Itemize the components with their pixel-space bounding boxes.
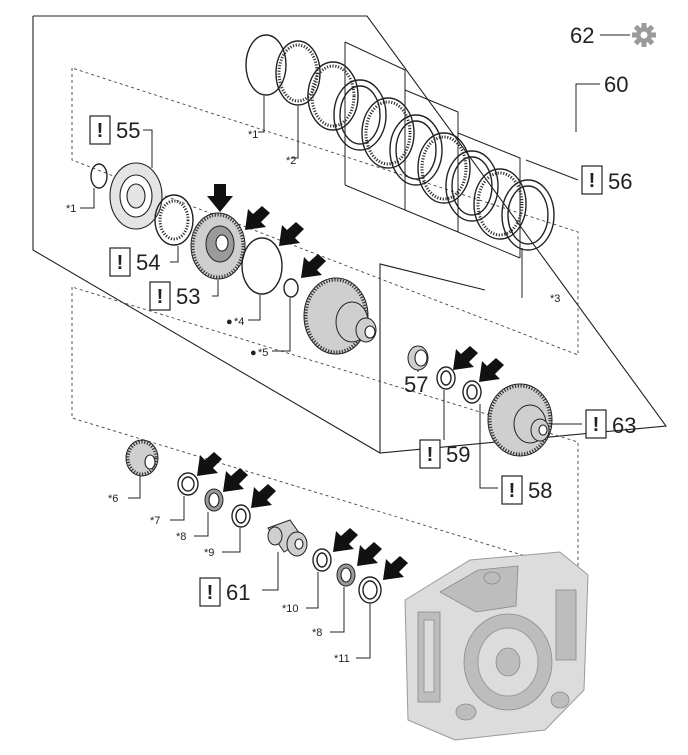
note-star-11: *11 bbox=[334, 653, 350, 665]
note-star-1-left: *1 bbox=[66, 203, 76, 215]
clutch-disc-part-2 bbox=[275, 40, 321, 106]
note-star-6: *6 bbox=[108, 493, 118, 505]
snap-ring-part-1 bbox=[245, 34, 287, 96]
subassembly-boundary-upper bbox=[71, 67, 579, 356]
subassembly-boundary-lower bbox=[71, 286, 579, 573]
note-star-10: *10 bbox=[282, 603, 299, 615]
caution-mark-58: ! bbox=[509, 480, 516, 502]
note-star-7: *7 bbox=[150, 515, 160, 527]
arrow-icon bbox=[197, 452, 222, 476]
snap-ring-part-1b bbox=[90, 163, 108, 189]
arrow-icon bbox=[383, 556, 408, 580]
bearing-part-57 bbox=[407, 345, 429, 371]
arrow-icon bbox=[223, 468, 248, 492]
note-star-5: *5 bbox=[258, 347, 268, 359]
clutch-hub bbox=[303, 277, 377, 355]
arrow-icon bbox=[301, 254, 326, 278]
arrow-icon bbox=[207, 184, 233, 212]
caution-boxes bbox=[89, 115, 607, 607]
thrust-washer-part-10 bbox=[312, 548, 332, 572]
caution-mark-61: ! bbox=[207, 582, 214, 604]
callout-57: 57 bbox=[404, 372, 428, 397]
arrows bbox=[197, 184, 504, 580]
frame-step bbox=[379, 263, 486, 453]
caution-mark-56: ! bbox=[589, 170, 596, 192]
note-dot-5: ● bbox=[250, 347, 257, 359]
gear-icon bbox=[632, 23, 656, 47]
note-star-9: *9 bbox=[204, 547, 214, 559]
caution-mark-55: ! bbox=[97, 120, 104, 142]
callout-58: 58 bbox=[528, 478, 552, 503]
thrust-washer-part-58 bbox=[462, 380, 482, 404]
arrow-icon bbox=[245, 206, 270, 230]
callout-53: 53 bbox=[176, 284, 200, 309]
callout-56: 56 bbox=[608, 169, 632, 194]
o-ring-part-4 bbox=[241, 237, 283, 295]
reference-notes: *1 *2 *1 *3 ● *4 ● *5 *6 *7 *8 *9 *10 *8… bbox=[66, 129, 560, 665]
callout-62: 62 bbox=[570, 23, 594, 48]
arrow-icon bbox=[279, 222, 304, 246]
callout-63: 63 bbox=[612, 413, 636, 438]
note-star-3: *3 bbox=[550, 293, 560, 305]
clutch-disc-stack bbox=[307, 61, 555, 251]
thrust-bearing-part-59 bbox=[436, 366, 456, 390]
piston-part-55 bbox=[109, 162, 163, 230]
caution-mark-54: ! bbox=[117, 252, 124, 274]
note-star-2: *2 bbox=[286, 155, 296, 167]
arrow-icon bbox=[333, 528, 358, 552]
thrust-washer-part-11 bbox=[358, 576, 382, 604]
note-star-4: *4 bbox=[234, 316, 244, 328]
callout-55: 55 bbox=[116, 118, 140, 143]
caution-marks: ! ! ! ! ! ! ! ! bbox=[97, 120, 600, 604]
arrow-icon bbox=[357, 542, 382, 566]
callout-54: 54 bbox=[136, 250, 160, 275]
note-star-1-top: *1 bbox=[248, 129, 258, 141]
pinion-gear-part-6 bbox=[125, 439, 159, 477]
o-ring-part-5 bbox=[283, 278, 299, 298]
clutch-drum-part-53 bbox=[190, 212, 246, 280]
leader-lines bbox=[80, 34, 630, 659]
assembly-frame bbox=[32, 15, 668, 454]
arrow-icon bbox=[251, 484, 276, 508]
callout-61: 61 bbox=[226, 580, 250, 605]
note-star-8-a: *8 bbox=[176, 531, 186, 543]
thrust-washer-part-7 bbox=[177, 472, 199, 496]
arrow-icon bbox=[479, 358, 504, 382]
callout-59: 59 bbox=[446, 442, 470, 467]
shaft-part-61 bbox=[267, 519, 308, 557]
caution-mark-63: ! bbox=[593, 414, 600, 436]
caution-mark-59: ! bbox=[427, 444, 434, 466]
transmission-case bbox=[404, 551, 589, 741]
note-star-8-b: *8 bbox=[312, 627, 322, 639]
note-dot-4: ● bbox=[226, 316, 233, 328]
arrow-icon bbox=[453, 346, 478, 370]
caution-mark-53: ! bbox=[157, 286, 164, 308]
thrust-bearing-part-8a bbox=[204, 488, 224, 512]
thrust-washer-part-9 bbox=[231, 504, 251, 528]
sun-gear-part-63 bbox=[487, 383, 553, 457]
thrust-bearing-part-8b bbox=[336, 563, 356, 587]
callout-numbers: 62 60 55 56 54 53 57 59 63 58 61 bbox=[116, 23, 636, 605]
callout-60: 60 bbox=[604, 72, 628, 97]
spring-retainer-part-54 bbox=[154, 194, 194, 246]
